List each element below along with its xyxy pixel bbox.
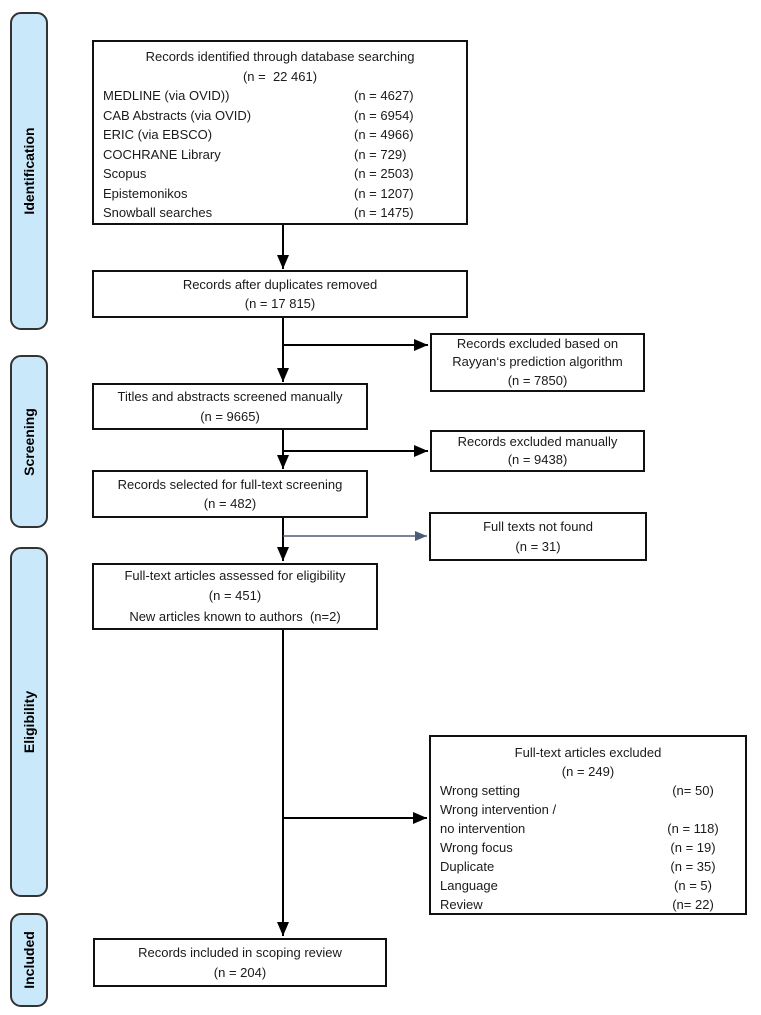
box-records-identified: Records identified through database sear… (92, 40, 468, 225)
box-title: Records after duplicates removed (182, 276, 378, 292)
source-count: (n = 729) (354, 146, 407, 162)
source-label: MEDLINE (via OVID)) (103, 88, 230, 103)
source-count: (n = 6954) (354, 107, 414, 123)
source-count: (n = 4627) (354, 88, 414, 103)
source-label: Epistemonikos (103, 185, 188, 201)
source-label: Scopus (103, 166, 147, 181)
source-count: (n = 1475) (354, 205, 414, 220)
source-count: (n = 1207) (354, 185, 414, 201)
stage-text: Eligibility (21, 690, 37, 754)
stage-label-eligibility: Eligibility (10, 547, 48, 897)
box-extra: New articles known to authors (n=2) (129, 608, 341, 624)
box-count: (n = 249) (561, 764, 615, 779)
reason-count: (n = 118) (667, 821, 719, 836)
box-count: (n = 9665) (200, 408, 260, 424)
stage-label-identification: Identification (10, 12, 48, 330)
reason-row: no intervention (n = 118) (431, 819, 745, 838)
box-excluded-rayyan: Records excluded based on Rayyan‘s predi… (430, 333, 645, 392)
box-title: Titles and abstracts screened manually (117, 389, 343, 404)
source-label: CAB Abstracts (via OVID) (103, 107, 252, 123)
box-title: Full-text articles assessed for eligibil… (124, 567, 346, 583)
reason-row: Duplicate (n = 35) (431, 857, 745, 876)
box-screened-manually: Titles and abstracts screened manually (… (92, 383, 368, 430)
box-assessed-eligibility: Full-text articles assessed for eligibil… (92, 563, 378, 630)
stage-text: Identification (21, 127, 37, 215)
source-label: COCHRANE Library (103, 146, 221, 162)
reason-label: Wrong focus (440, 840, 513, 855)
stage-text: Screening (21, 407, 37, 476)
box-count: (n = 31) (515, 538, 561, 554)
stage-label-included: Included (10, 913, 48, 1007)
stage-label-screening: Screening (10, 355, 48, 528)
box-title: Full-text articles excluded (514, 745, 662, 760)
box-count: (n = 7850) (507, 372, 568, 388)
reason-label: no intervention (440, 821, 526, 836)
source-row: COCHRANE Library (n = 729) (94, 145, 466, 165)
box-fulltext-screening: Records selected for full-text screening… (92, 470, 368, 518)
reason-label: Review (440, 897, 483, 912)
source-row: Scopus (n = 2503) (94, 164, 466, 184)
source-row: CAB Abstracts (via OVID) (n = 6954) (94, 106, 466, 126)
reason-count: (n = 19) (670, 840, 716, 855)
source-label: ERIC (via EBSCO) (103, 127, 213, 142)
box-title: Records included in scoping review (138, 945, 342, 960)
source-label: Snowball searches (103, 205, 213, 220)
box-fulltext-excluded: Full-text articles excluded (n = 249) Wr… (429, 735, 747, 915)
box-count: (n = 22 461) (242, 68, 318, 84)
stage-text: Included (21, 931, 37, 989)
box-count: (n = 204) (213, 964, 267, 980)
reason-row: Wrong setting (n= 50) (431, 781, 745, 800)
box-duplicates-removed: Records after duplicates removed (n = 17… (92, 270, 468, 318)
source-row: MEDLINE (via OVID)) (n = 4627) (94, 86, 466, 106)
reason-row: Wrong intervention / (431, 800, 745, 819)
reason-count: (n= 50) (672, 783, 714, 798)
box-title: Records excluded manually (457, 433, 618, 449)
source-count: (n = 2503) (354, 166, 414, 181)
reason-row: Review (n= 22) (431, 895, 745, 914)
reason-count (651, 800, 735, 819)
source-row: Epistemonikos (n = 1207) (94, 184, 466, 204)
reason-row: Language (n = 5) (431, 876, 745, 895)
reason-row: Wrong focus (n = 19) (431, 838, 745, 857)
reason-label: Language (440, 878, 498, 893)
reason-count: (n = 35) (670, 859, 716, 874)
box-title: Records selected for full-text screening (117, 476, 343, 492)
box-count: (n = 17 815) (244, 296, 316, 311)
box-title: Records identified through database sear… (145, 49, 415, 64)
box-count: (n = 9438) (507, 452, 568, 467)
reason-label: Wrong setting (440, 783, 520, 798)
box-title-line2: Rayyan‘s prediction algorithm (452, 354, 623, 370)
box-included-review: Records included in scoping review (n = … (93, 938, 387, 987)
reason-count: (n = 5) (674, 878, 712, 893)
reason-label: Wrong intervention / (440, 802, 557, 817)
reason-count: (n= 22) (672, 897, 714, 912)
box-count: (n = 451) (208, 588, 262, 604)
source-row: ERIC (via EBSCO) (n = 4966) (94, 125, 466, 145)
reason-label: Duplicate (440, 859, 495, 874)
source-count: (n = 4966) (354, 127, 414, 142)
box-excluded-manually: Records excluded manually (n = 9438) (430, 430, 645, 472)
box-count: (n = 482) (203, 496, 257, 511)
box-title: Full texts not found (483, 519, 593, 534)
source-row: Snowball searches (n = 1475) (94, 203, 466, 223)
box-title-line1: Records excluded based on (456, 335, 619, 351)
box-not-found: Full texts not found (n = 31) (429, 512, 647, 561)
